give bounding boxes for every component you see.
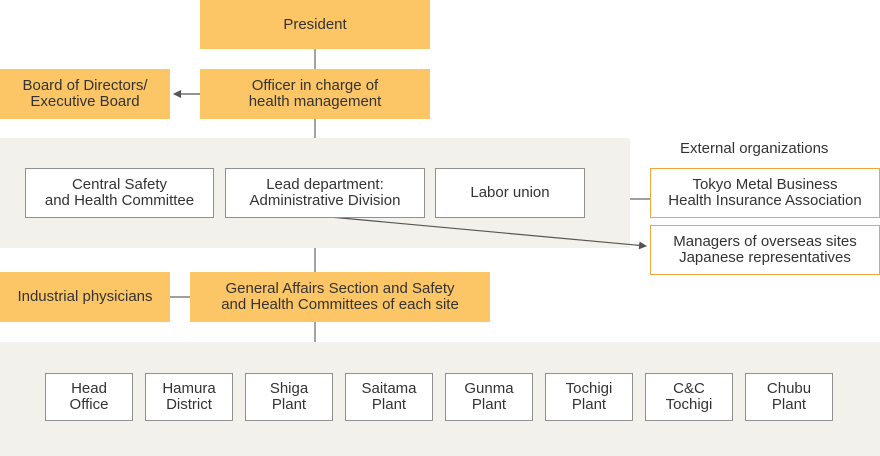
central-safety-box: Central Safety and Health Committee <box>25 168 214 218</box>
president-box: President <box>200 0 430 49</box>
site-head-office: Head Office <box>45 373 133 421</box>
external-organizations-label: External organizations <box>680 140 829 157</box>
industrial-physicians-box: Industrial physicians <box>0 272 170 322</box>
board-box: Board of Directors/ Executive Board <box>0 69 170 119</box>
site-chubu-plant: Chubu Plant <box>745 373 833 421</box>
overseas-box: Managers of overseas sites Japanese repr… <box>650 225 880 275</box>
lead-overseas-arrow <box>329 216 647 250</box>
site-hamura-district: Hamura District <box>145 373 233 421</box>
officer-box: Officer in charge of health management <box>200 69 430 119</box>
site-saitama-plant: Saitama Plant <box>345 373 433 421</box>
labor-union-box: Labor union <box>435 168 585 218</box>
site-cc-tochigi: C&C Tochigi <box>645 373 733 421</box>
tokyo-metal-box: Tokyo Metal Business Health Insurance As… <box>650 168 880 218</box>
site-tochigi-plant: Tochigi Plant <box>545 373 633 421</box>
site-shiga-plant: Shiga Plant <box>245 373 333 421</box>
lead-department-box: Lead department: Administrative Division <box>225 168 425 218</box>
site-gunma-plant: Gunma Plant <box>445 373 533 421</box>
general-affairs-box: General Affairs Section and Safety and H… <box>190 272 490 322</box>
